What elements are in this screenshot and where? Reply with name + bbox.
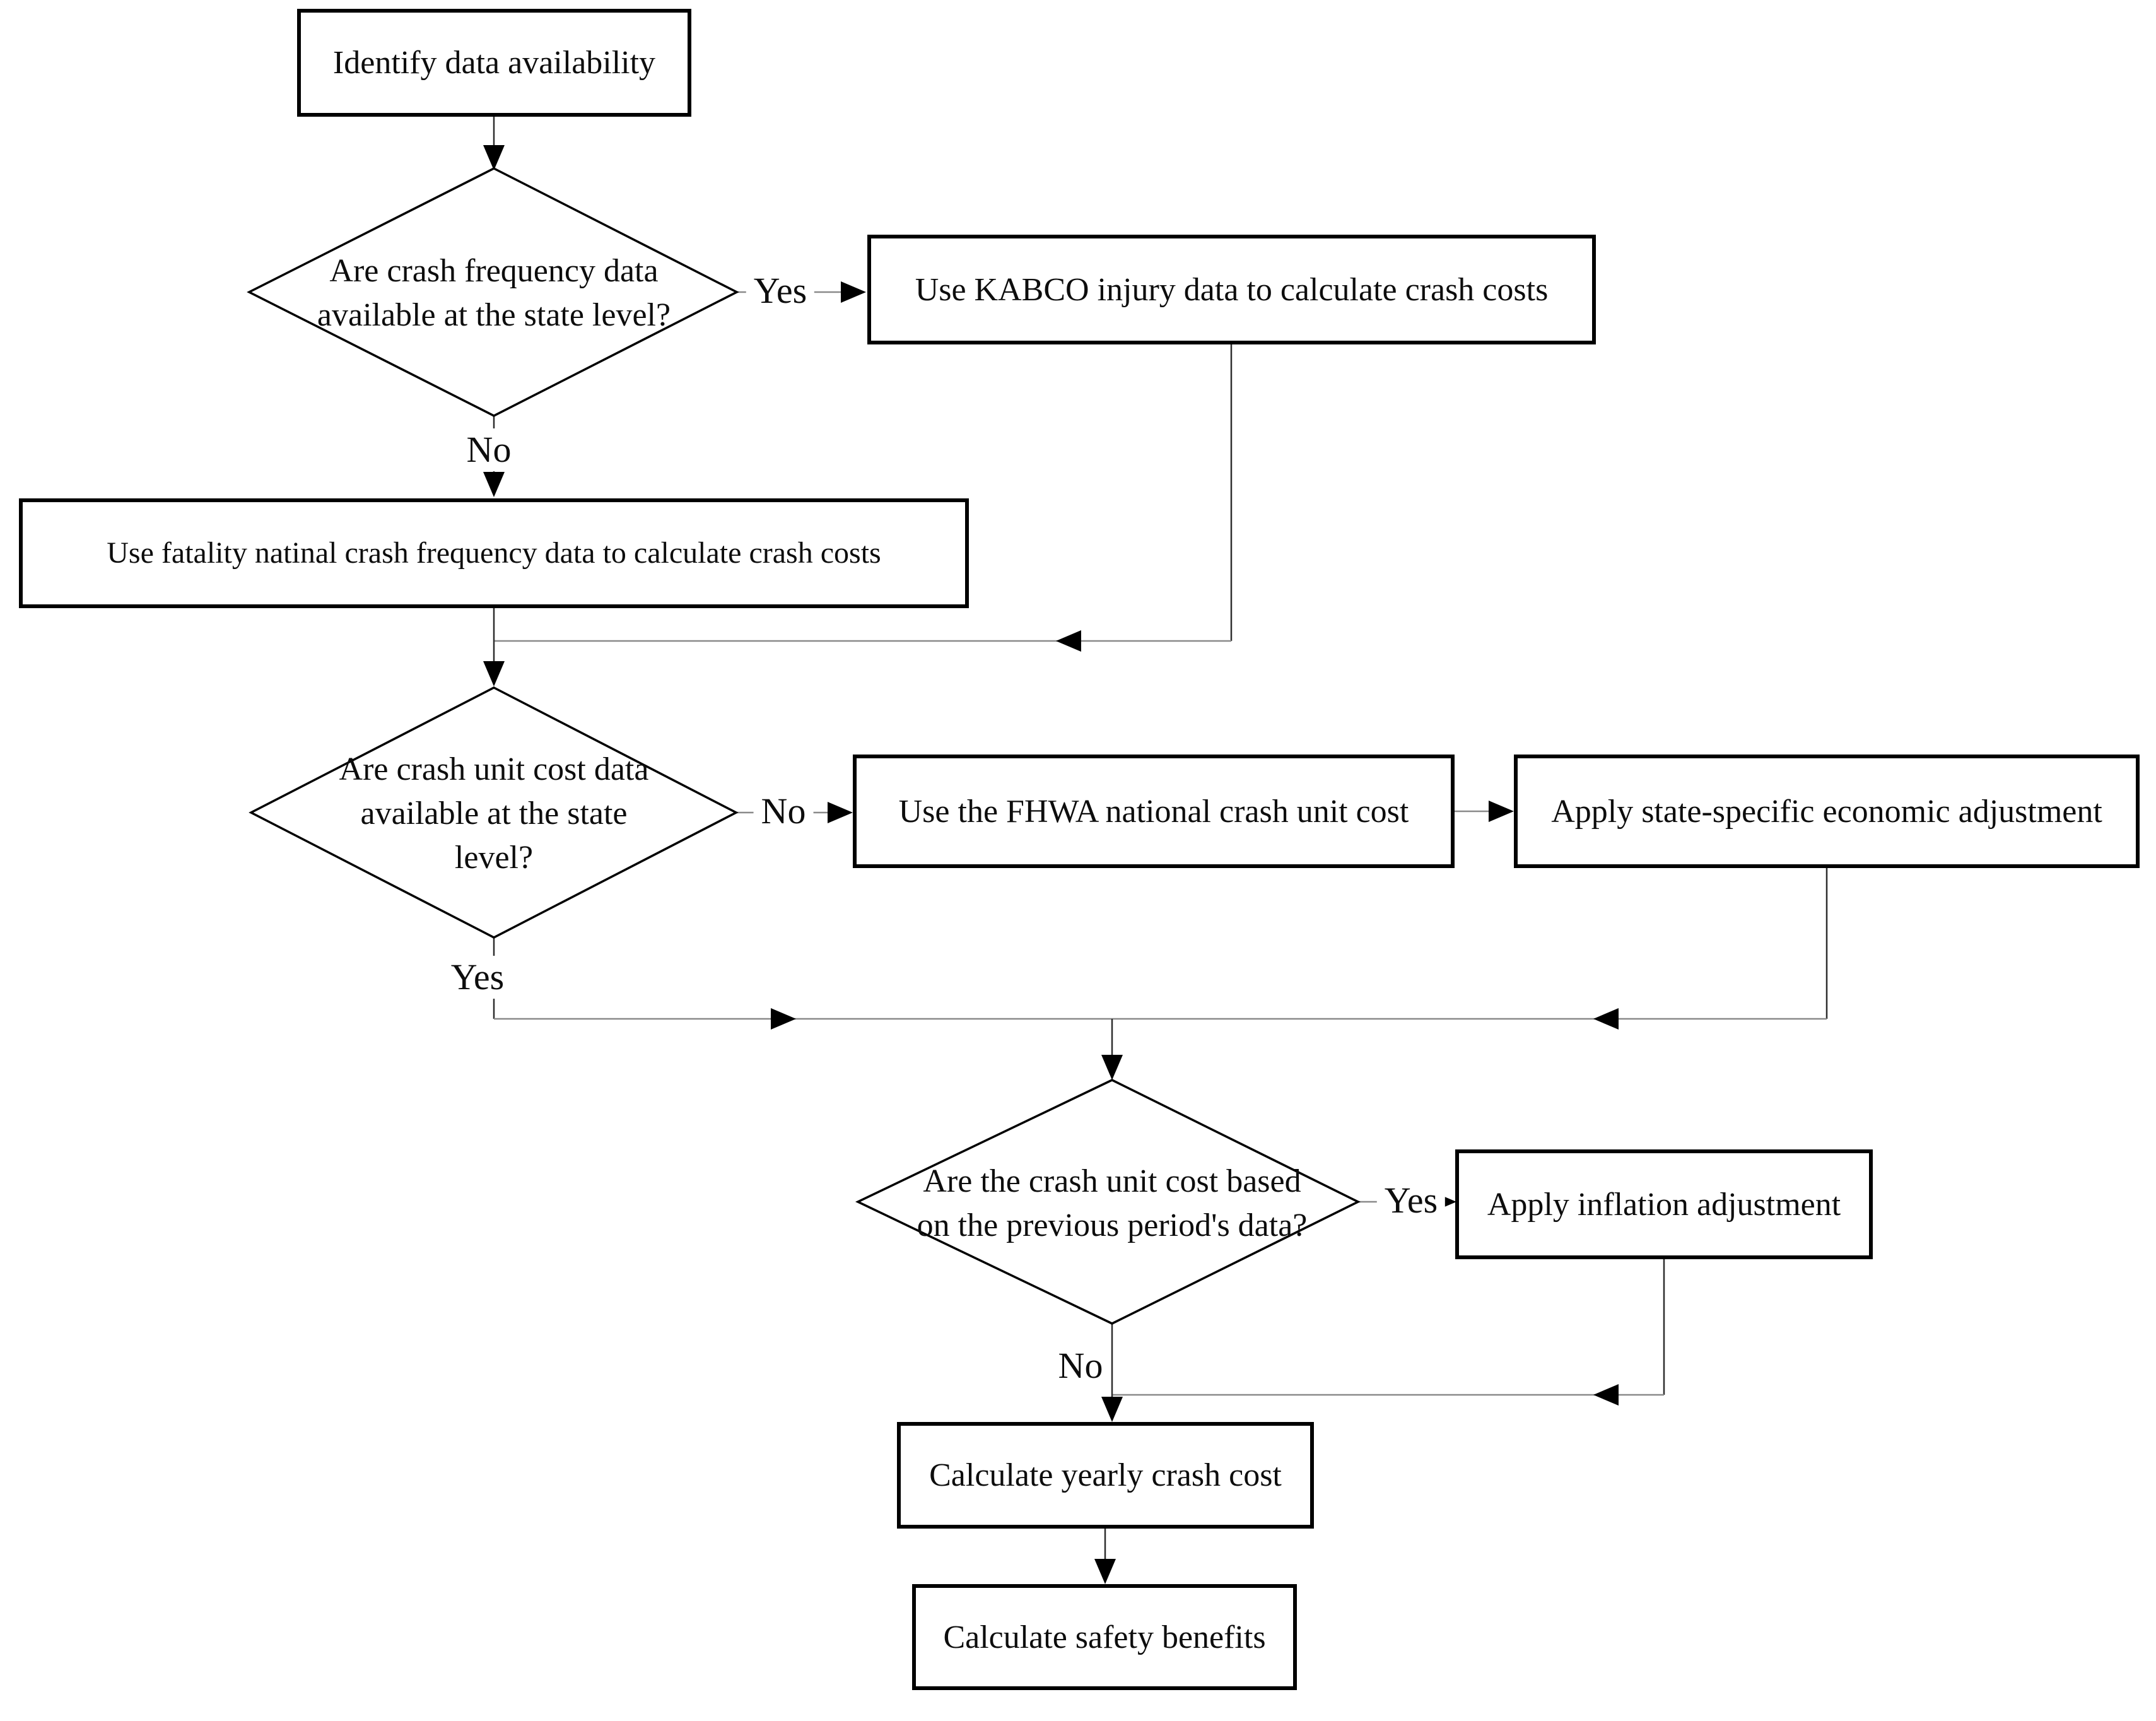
process-use-fatality-national-label: Use fatality natinal crash frequency dat… (107, 536, 881, 570)
edge-label-prev-no: No (1050, 1344, 1111, 1387)
process-use-kabco-label: Use KABCO injury data to calculate crash… (915, 271, 1549, 308)
process-calc-safety-label: Calculate safety benefits (943, 1619, 1266, 1655)
arrowhead-economic-merge (1593, 1008, 1619, 1030)
process-calculate-yearly-crash-cost: Calculate yearly crash cost (897, 1422, 1314, 1529)
decision-previous-period-text: Are the crash unit cost based on the pre… (917, 1163, 1308, 1243)
process-use-fhwa: Use the FHWA national crash unit cost (853, 755, 1455, 868)
process-apply-inflation-adjustment: Apply inflation adjustment (1455, 1149, 1873, 1259)
arrowhead-kabco-merge (1056, 630, 1081, 652)
process-apply-economic-label: Apply state-specific economic adjustment (1551, 793, 2102, 830)
arrowhead-into-safety (1094, 1559, 1116, 1584)
edge-label-unit-no: No (753, 790, 814, 833)
arrowhead-into-yearly (1101, 1397, 1123, 1422)
arrowhead-into-fhwa (828, 802, 853, 823)
process-use-kabco: Use KABCO injury data to calculate crash… (867, 235, 1596, 344)
process-use-fatality-national: Use fatality natinal crash frequency dat… (19, 498, 969, 608)
process-identify-data-availability: Identify data availability (297, 9, 691, 117)
arrowhead-into-unit-decision (483, 661, 505, 686)
decision-crash-frequency-text: Are crash frequency data available at th… (317, 253, 671, 333)
previous-period-decision-diamond-shape (855, 1079, 1361, 1325)
process-use-fhwa-label: Use the FHWA national crash unit cost (898, 793, 1409, 830)
arrowhead-into-fatality (483, 472, 505, 497)
arrowhead-into-kabco (841, 281, 866, 303)
freq-decision-diamond-shape (247, 167, 739, 417)
edge-label-prev-yes: Yes (1376, 1179, 1446, 1222)
arrowhead-into-previous-decision (1101, 1055, 1123, 1080)
process-apply-inflation-label: Apply inflation adjustment (1487, 1186, 1841, 1223)
edge-label-freq-no: No (459, 428, 519, 471)
edge-label-unit-yes: Yes (443, 956, 512, 999)
decision-unit-cost-text: Are crash unit cost data available at th… (339, 751, 649, 876)
arrowhead-into-economic (1489, 801, 1514, 822)
arrowhead-inflation-merge (1593, 1384, 1619, 1406)
arrowhead-unit-yes-merge (771, 1008, 796, 1030)
arrowhead-into-freq-decision (483, 145, 505, 170)
process-identify-label: Identify data availability (332, 45, 656, 81)
process-calculate-safety-benefits: Calculate safety benefits (912, 1584, 1297, 1690)
edge-label-freq-yes: Yes (746, 269, 815, 312)
process-calc-yearly-label: Calculate yearly crash cost (929, 1457, 1282, 1493)
process-apply-economic-adjustment: Apply state-specific economic adjustment (1514, 755, 2140, 868)
unit-cost-decision-diamond-shape (249, 686, 739, 939)
